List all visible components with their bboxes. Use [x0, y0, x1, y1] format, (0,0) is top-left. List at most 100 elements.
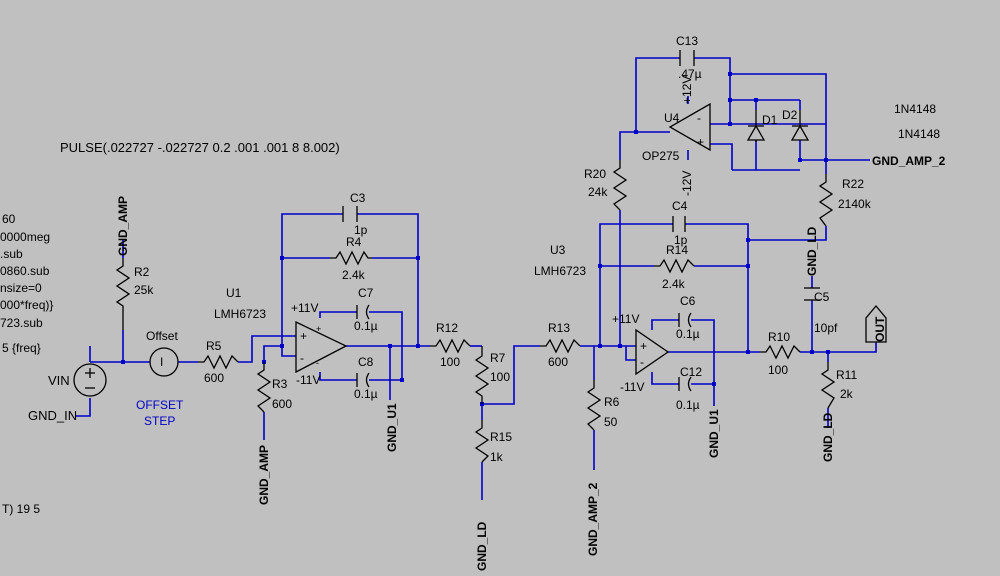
c3-value: 1p	[354, 223, 368, 237]
d1-label: D1	[762, 113, 778, 127]
partial-text-1: 60	[2, 212, 16, 226]
svg-text:+: +	[316, 324, 321, 334]
resistor-r15[interactable]	[474, 420, 490, 463]
c8-value: 0.1µ	[354, 387, 378, 401]
resistor-r13[interactable]	[540, 338, 581, 354]
net-gnd-amp2-bottom: GND_AMP_2	[586, 482, 600, 556]
r5-value: 600	[204, 371, 224, 385]
resistor-r5[interactable]	[198, 354, 239, 370]
u3-model: LMH6723	[534, 264, 586, 278]
offset-step-line1: OFFSET	[136, 398, 184, 412]
resistor-r7[interactable]	[474, 346, 490, 404]
c5-label: C5	[814, 290, 830, 304]
capacitor-c8[interactable]	[356, 372, 370, 388]
capacitor-c4[interactable]	[672, 216, 686, 232]
resistor-r6[interactable]	[586, 380, 602, 431]
diode-d2[interactable]	[790, 110, 810, 141]
labels: PULSE(.022727 -.022727 0.2 .001 .001 8 8…	[0, 34, 946, 571]
svg-text:-: -	[300, 351, 304, 365]
partial-text-7: 723.sub	[0, 316, 43, 330]
capacitor-c7[interactable]	[356, 304, 370, 320]
partial-text-8: 5 {freq}	[2, 341, 41, 355]
net-gnd-ld-c: GND_LD	[821, 412, 835, 462]
d2-label: D2	[782, 108, 798, 122]
r5-label: R5	[206, 339, 222, 353]
d2-model: 1N4148	[898, 127, 940, 141]
partial-text-5: nsize=0	[0, 281, 42, 295]
offset-step-line2: STEP	[144, 414, 175, 428]
r2-label: R2	[134, 265, 150, 279]
partial-text-3: .sub	[0, 247, 23, 261]
u4-plus-supply: +12V	[680, 76, 694, 104]
c6-label: C6	[680, 294, 696, 308]
net-gnd-amp2-right: GND_AMP_2	[872, 154, 946, 168]
capacitor-c3[interactable]	[342, 206, 358, 222]
d1-model: 1N4148	[894, 102, 936, 116]
svg-text:+: +	[300, 329, 307, 343]
c12-value: 0.1µ	[676, 398, 700, 412]
resistor-r22[interactable]	[818, 174, 834, 227]
c13-value: .47µ	[678, 67, 702, 81]
u1-label: U1	[226, 286, 242, 300]
u4-model: OP275	[642, 149, 680, 163]
out-port[interactable]	[865, 304, 887, 343]
net-gnd-u1-a: GND_U1	[385, 403, 399, 452]
opamp-u3[interactable]: + -	[635, 328, 670, 376]
c7-value: 0.1µ	[354, 319, 378, 333]
r11-label: R11	[836, 368, 857, 382]
r13-value: 600	[548, 355, 568, 369]
resistor-r10[interactable]	[760, 344, 801, 360]
r20-label: R20	[584, 167, 606, 181]
pulse-directive: PULSE(.022727 -.022727 0.2 .001 .001 8 8…	[60, 140, 340, 155]
capacitor-c6[interactable]	[678, 312, 692, 328]
c12-label: C12	[680, 365, 702, 379]
svg-text:+: +	[697, 135, 704, 149]
offset-current-source[interactable]: I	[149, 347, 179, 377]
vin-label: VIN	[48, 373, 70, 388]
r14-label: R14	[666, 243, 688, 257]
u4-label: U4	[664, 111, 680, 125]
resistor-r12[interactable]	[430, 338, 471, 354]
net-gnd-amp-top: GND_AMP	[116, 196, 130, 256]
svg-text:-: -	[316, 358, 319, 368]
u3-label: U3	[550, 243, 566, 257]
capacitor-c13[interactable]	[679, 50, 695, 66]
vin-source[interactable]	[73, 363, 107, 397]
u1-plus-supply: +11V	[291, 301, 318, 315]
resistor-r20[interactable]	[612, 160, 628, 211]
capacitor-c12[interactable]	[678, 376, 692, 392]
opamp-u4[interactable]: - +	[668, 102, 711, 152]
resistor-r4[interactable]	[330, 250, 372, 266]
net-gnd-ld-a: GND_LD	[475, 521, 489, 571]
svg-text:-: -	[697, 111, 701, 125]
u3-plus-supply: +11V	[612, 312, 639, 326]
r15-value: 1k	[490, 450, 504, 464]
u4-minus-supply: -12V	[680, 171, 694, 196]
resistor-r2[interactable]	[115, 258, 131, 330]
partial-text-2: 0000meg	[0, 230, 50, 244]
partial-text-6: 000*freq)}	[0, 298, 53, 312]
c6-value: 0.1µ	[676, 327, 700, 341]
r2-value: 25k	[134, 283, 154, 297]
capacitor-c5[interactable]	[804, 287, 820, 301]
u1-minus-supply: -11V	[296, 373, 320, 387]
r7-value: 100	[490, 370, 510, 384]
svg-text:+: +	[640, 339, 647, 353]
opamp-u1[interactable]: + - + -	[295, 320, 348, 374]
r6-label: R6	[604, 395, 620, 409]
r12-value: 100	[440, 355, 460, 369]
resistor-r14[interactable]	[654, 258, 695, 274]
c4-label: C4	[672, 199, 688, 213]
resistor-r3[interactable]	[256, 362, 272, 413]
r14-value: 2.4k	[662, 277, 686, 291]
resistor-r11[interactable]	[820, 362, 836, 409]
net-gnd-amp-bottom: GND_AMP	[257, 445, 271, 505]
c4-value: 1p	[674, 233, 688, 247]
diode-d1[interactable]	[746, 110, 766, 142]
partial-text-4: 0860.sub	[0, 264, 50, 278]
u3-minus-supply: -11V	[620, 380, 644, 394]
r10-value: 100	[768, 363, 788, 377]
offset-icon-text: I	[160, 355, 163, 369]
c8-label: C8	[358, 355, 374, 369]
